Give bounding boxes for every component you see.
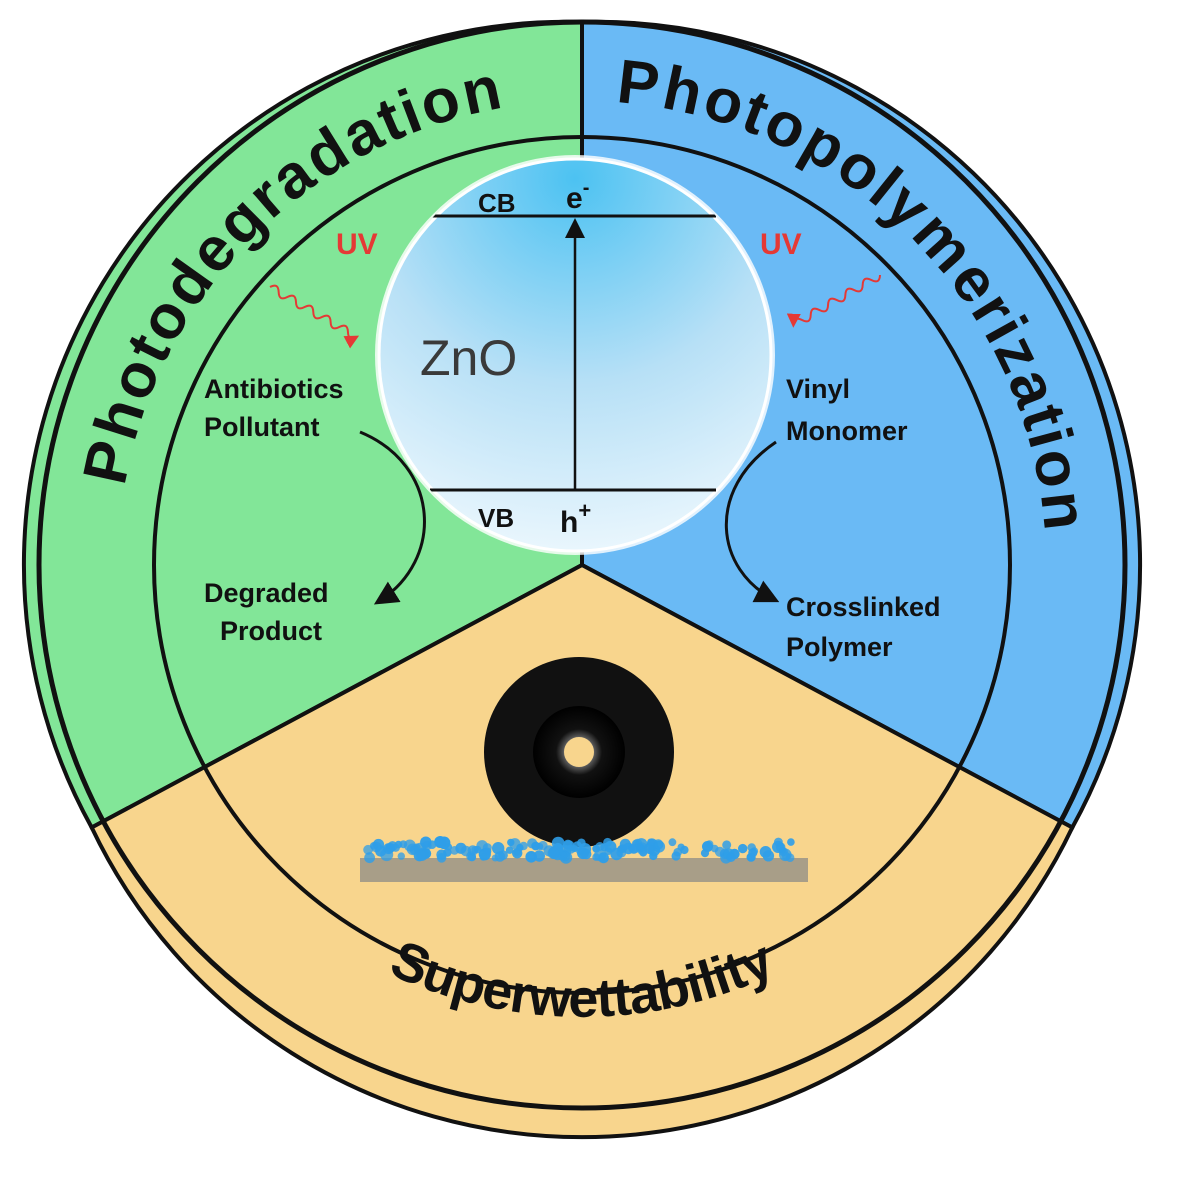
nanoparticle	[403, 839, 416, 852]
zno-particle: CB e- ZnO VB h+	[375, 155, 775, 555]
nanoparticle	[653, 840, 666, 853]
nanoparticle	[434, 836, 447, 848]
nanoparticle	[595, 842, 605, 851]
uv-wave-icon-left	[269, 284, 360, 349]
nanoparticle	[364, 852, 375, 864]
uv-wave-icon-right	[786, 274, 881, 328]
nanoparticle	[547, 847, 560, 859]
nanoparticle	[671, 851, 681, 861]
product-left-line2: Product	[220, 616, 322, 646]
reactant-left-line2: Pollutant	[204, 412, 320, 442]
degradation-arrow	[359, 430, 426, 605]
nanoparticle	[647, 838, 655, 846]
nanoparticle	[512, 848, 523, 859]
nanoparticle	[509, 838, 521, 850]
cb-label: CB	[478, 188, 516, 218]
product-right-line1: Crosslinked	[786, 592, 941, 622]
zno-label: ZnO	[420, 330, 517, 386]
nanoparticle	[369, 842, 378, 850]
nanoparticle	[505, 846, 514, 854]
uv-label-left: UV	[336, 228, 378, 261]
uv-label-right: UV	[760, 228, 802, 261]
nanoparticle	[394, 840, 403, 849]
nanoparticle	[598, 852, 609, 864]
nanoparticle	[738, 843, 748, 854]
nanoparticle	[467, 853, 477, 862]
nanoparticle	[436, 849, 447, 860]
nanoparticle	[519, 841, 528, 851]
reactant-right-line2: Monomer	[786, 416, 908, 446]
product-right-line2: Polymer	[786, 632, 893, 662]
nanoparticle	[450, 846, 459, 855]
nanoparticle	[610, 847, 623, 861]
nanoparticle-layer	[363, 836, 795, 864]
nanoparticle	[491, 854, 499, 862]
nanoparticle	[668, 838, 677, 847]
nanoparticle	[726, 852, 736, 862]
nanoparticle	[471, 846, 479, 854]
polymerization-arrow	[724, 440, 780, 603]
nanoparticle	[785, 853, 795, 862]
hole-label: h+	[560, 498, 591, 539]
nanoparticle	[397, 852, 405, 860]
water-droplet-icon	[484, 657, 674, 847]
nanoparticle	[380, 848, 394, 862]
reactant-left-line1: Antibiotics	[204, 374, 344, 404]
nanoparticle	[619, 838, 631, 850]
nanoparticle	[427, 840, 437, 849]
nanoparticle	[531, 841, 541, 851]
nanoparticle	[492, 842, 505, 855]
nanoparticle	[460, 845, 472, 857]
inner-ring	[152, 135, 1012, 995]
outer-ring	[36, 19, 1128, 1111]
nanoparticle	[639, 848, 648, 857]
nanoparticle	[759, 846, 772, 858]
nanoparticle	[787, 838, 795, 846]
nanoparticle	[722, 840, 732, 850]
product-left-line1: Degraded	[204, 578, 329, 608]
nanoparticle	[483, 847, 492, 856]
nanoparticle	[479, 853, 487, 861]
coated-substrate-icon	[360, 836, 808, 882]
nanoparticle	[566, 844, 576, 854]
nanoparticle	[702, 841, 713, 852]
reactant-right-line1: Vinyl	[786, 374, 850, 404]
nanoparticle	[592, 853, 600, 861]
nanoparticle	[533, 850, 545, 862]
nanoparticle	[413, 849, 426, 862]
vb-label: VB	[478, 503, 514, 533]
nanoparticle	[774, 837, 783, 847]
nanoparticle	[581, 848, 592, 860]
nanoparticle	[635, 838, 648, 851]
electron-label: e-	[566, 177, 589, 215]
nanoparticle	[677, 843, 685, 851]
nanoparticle	[748, 848, 758, 858]
